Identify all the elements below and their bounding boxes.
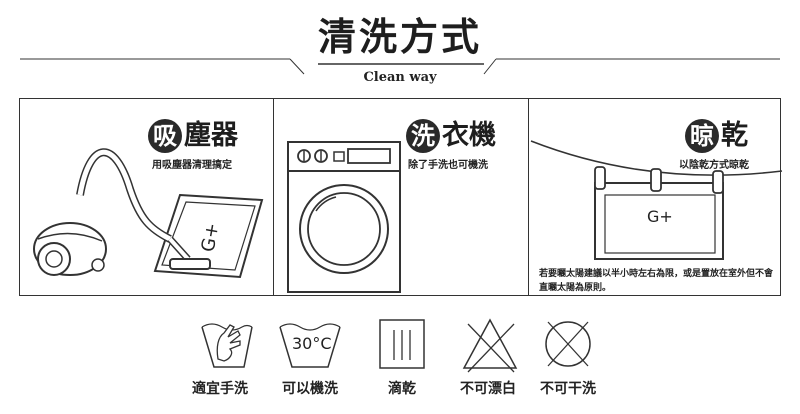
no-dry-clean-icon	[545, 321, 591, 367]
washing-panel: 洗衣機 除了手洗也可機洗	[273, 98, 529, 296]
machine-wash-label: 可以機洗	[282, 381, 338, 397]
no-bleach-label: 不可漂白	[460, 381, 516, 397]
machine-wash-30-icon	[279, 323, 341, 368]
vacuum-caption: 用吸塵器清理搞定	[152, 160, 232, 171]
page-title: 清洗方式	[317, 14, 482, 59]
hang-dry-mat-label: G+	[647, 207, 673, 226]
hang-dry-panel: 晾乾 以陰乾方式晾乾 G+ 若要曬太陽建議以半小時左右為限，或是置放在室外但不會…	[528, 98, 783, 296]
vacuum-cleaner-icon	[33, 148, 264, 279]
no-dry-clean-label: 不可干洗	[540, 381, 596, 397]
vacuum-title: 吸塵器	[148, 113, 238, 153]
hand-wash-label: 適宜手洗	[192, 381, 248, 397]
vacuum-panel: 吸塵器 用吸塵器清理搞定 G+	[19, 98, 274, 296]
wash-temperature: 30°C	[292, 334, 332, 353]
hang-dry-note: 若要曬太陽建議以半小時左右為限，或是置放在室外但不會直曬太陽為原則。	[539, 269, 774, 293]
no-bleach-icon	[462, 318, 518, 373]
drip-dry-label: 滴乾	[388, 381, 416, 397]
page-subtitle: Clean way	[363, 70, 437, 85]
hand-wash-icon	[201, 323, 253, 368]
header-divider	[20, 58, 780, 75]
drip-dry-icon	[379, 319, 425, 369]
hang-dry-caption: 以陰乾方式晾乾	[679, 160, 749, 171]
hanging-dry-icon	[530, 140, 783, 260]
washing-machine-icon	[287, 141, 401, 293]
washing-title: 洗衣機	[406, 113, 496, 153]
hang-dry-title: 晾乾	[685, 113, 748, 153]
washing-caption: 除了手洗也可機洗	[408, 160, 488, 171]
